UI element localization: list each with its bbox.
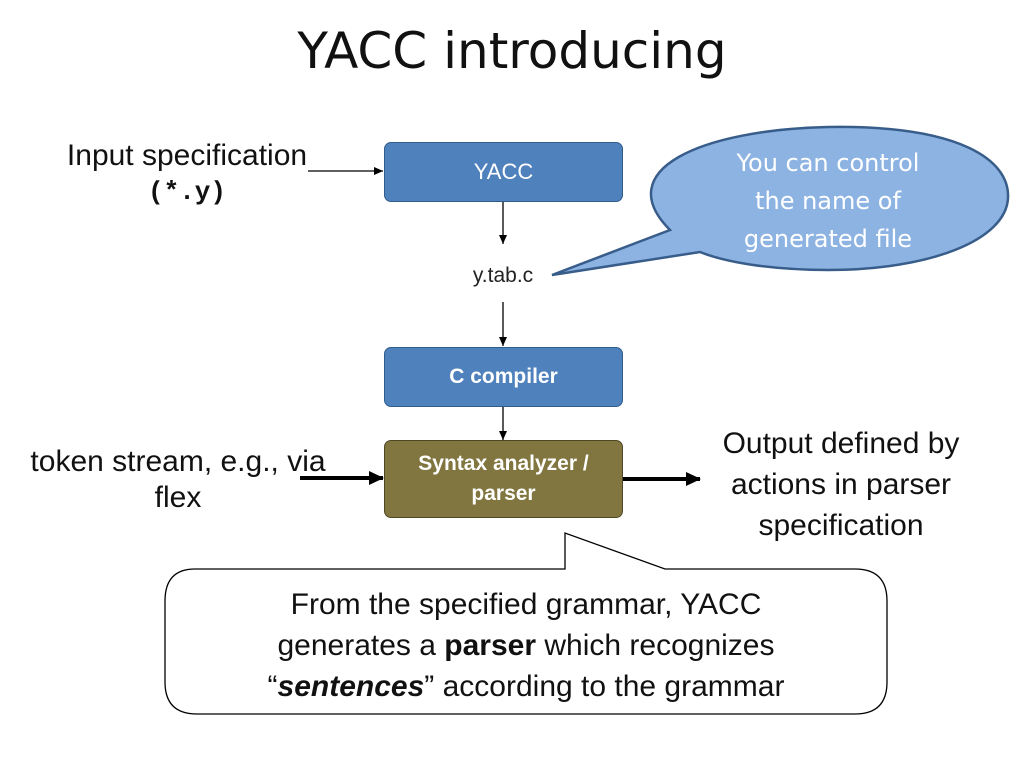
note-line-2-c: which recognizes bbox=[536, 629, 775, 662]
note-line-3-c: ” according to the grammar bbox=[424, 670, 785, 703]
note-line-3: “sentences” according to the grammar bbox=[180, 666, 872, 707]
note-line-1: From the specified grammar, YACC bbox=[290, 588, 762, 621]
yacc-box: YACC bbox=[384, 142, 623, 202]
slide-title: YACC introducing bbox=[297, 22, 727, 80]
c-compiler-box: C compiler bbox=[384, 347, 623, 407]
input-spec-code: (*.y) bbox=[147, 177, 226, 207]
syntax-analyzer-box: Syntax analyzer / parser bbox=[384, 440, 623, 518]
note-line-3-a: “ bbox=[267, 670, 278, 703]
token-stream-label: token stream, e.g., via flex bbox=[30, 445, 326, 514]
input-spec-text: Input specification bbox=[66, 139, 308, 172]
input-spec-label: Input specification (*.y) bbox=[32, 138, 342, 210]
note-callout-shape bbox=[164, 532, 888, 715]
note-text: From the specified grammar, YACC generat… bbox=[180, 584, 872, 707]
speech-callout-shape bbox=[551, 125, 1010, 277]
note-sentences-word: sentences bbox=[277, 670, 425, 703]
ytabc-label: y.tab.c bbox=[472, 264, 534, 287]
note-line-2: generates a parser which recognizes bbox=[180, 625, 872, 666]
note-line-2-a: generates a bbox=[277, 629, 445, 662]
callout-text: You can control the name of generated fi… bbox=[736, 149, 920, 253]
output-label: Output defined by actions in parser spec… bbox=[722, 427, 960, 542]
note-parser-word: parser bbox=[444, 629, 537, 662]
